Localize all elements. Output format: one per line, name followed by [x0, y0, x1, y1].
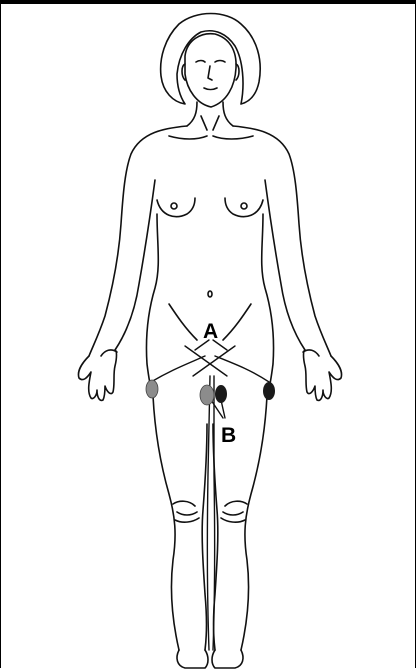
mouth — [204, 88, 217, 90]
left-thumb — [101, 350, 117, 356]
right-flank — [262, 214, 274, 396]
left-shoulder-arm — [89, 126, 187, 356]
left-eye — [196, 61, 205, 63]
lymph-node-left-outer — [146, 380, 158, 398]
inguinal-line-right — [215, 356, 269, 382]
left-leg-inner — [202, 424, 207, 650]
body-diagram: A B — [1, 4, 416, 672]
crossing-line-left — [185, 346, 227, 376]
face — [185, 34, 236, 107]
lymph-node-center-gray — [200, 385, 214, 405]
navel — [208, 291, 212, 297]
left-foot — [177, 650, 208, 668]
right-hand — [304, 350, 342, 400]
right-abdomen-line — [223, 304, 251, 340]
right-breast — [225, 198, 263, 217]
lymph-node-right-outer — [263, 382, 275, 400]
label-a: A — [203, 320, 218, 343]
left-inner-arm — [115, 180, 155, 350]
clavicles — [169, 136, 253, 139]
label-b: B — [221, 424, 236, 447]
neck-left — [187, 102, 197, 126]
right-foot — [212, 650, 243, 668]
right-thumb — [303, 350, 319, 356]
left-flank — [146, 214, 158, 396]
right-knee — [221, 501, 247, 522]
right-leg-outer — [241, 396, 267, 650]
left-knee — [173, 501, 199, 522]
hair — [161, 14, 261, 105]
left-abdomen-line — [169, 304, 197, 340]
left-nipple — [171, 203, 177, 209]
right-shoulder-arm — [233, 126, 331, 356]
lymph-node-center-dark — [215, 385, 227, 403]
right-inner-arm — [265, 180, 305, 350]
right-eye — [215, 61, 225, 63]
inguinal-line-left — [151, 356, 205, 382]
neck-lines — [201, 116, 219, 130]
nose — [208, 66, 212, 80]
neck-right — [223, 102, 233, 126]
right-nipple — [241, 203, 247, 209]
left-leg-outer — [153, 396, 179, 650]
vessel-line-left — [207, 376, 210, 650]
left-hand — [78, 350, 116, 400]
